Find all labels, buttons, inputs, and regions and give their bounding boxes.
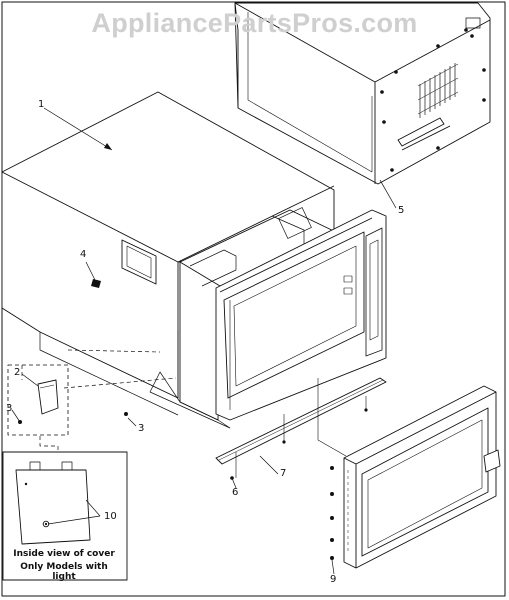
leader-10 (47, 515, 101, 525)
leader-2 (21, 373, 39, 387)
control-panel (365, 227, 383, 357)
screw-part-4 (91, 279, 101, 288)
screw-part-6 (230, 476, 234, 480)
vertical-guides (235, 378, 367, 478)
chassis-screws (380, 28, 486, 172)
cover-detail-box (7, 364, 69, 436)
callout-3a: 3 (6, 403, 13, 414)
leader-3a (11, 409, 21, 423)
callout-10: 10 (104, 511, 117, 522)
leader-1 (43, 107, 113, 151)
door-assembly (343, 385, 501, 569)
arrow-1 (104, 143, 112, 150)
callout-3b: 3 (138, 423, 145, 434)
leader-3b (127, 417, 137, 427)
callout-2: 2 (14, 367, 21, 378)
vent-grille (417, 63, 459, 118)
light-cover-part-2 (37, 379, 59, 415)
outer-cabinet-part-1 (1, 91, 335, 416)
door-latch (483, 449, 501, 473)
leader-7 (259, 455, 279, 475)
callout-6: 6 (232, 487, 239, 498)
dashed-leaders (21, 349, 177, 389)
back-chassis-part-5 (234, 2, 491, 185)
callout-9: 9 (330, 574, 337, 585)
bottom-trim-part-7 (215, 377, 387, 465)
chassis-handle (397, 117, 445, 147)
callout-7: 7 (280, 468, 287, 479)
watermark: AppliancePartsPros.com (91, 8, 418, 38)
door-screws-part-9 (330, 466, 334, 560)
inside-view-note-line1: Inside view of cover (13, 549, 115, 559)
callout-4: 4 (80, 249, 87, 260)
screw-part-3b (124, 412, 128, 416)
inside-view-box (2, 451, 128, 581)
cabinet-side-cutout (121, 239, 157, 285)
callout-1: 1 (38, 99, 45, 110)
leader-5 (379, 179, 397, 209)
base-plate (149, 371, 231, 429)
front-frame (215, 209, 387, 421)
leader-9 (331, 559, 335, 575)
leader-4 (85, 261, 97, 283)
cover-inside-view (15, 461, 91, 545)
callout-5: 5 (398, 205, 405, 216)
screw-part-3a (18, 420, 22, 424)
inside-view-note-line2: Only Models with light (20, 562, 108, 582)
